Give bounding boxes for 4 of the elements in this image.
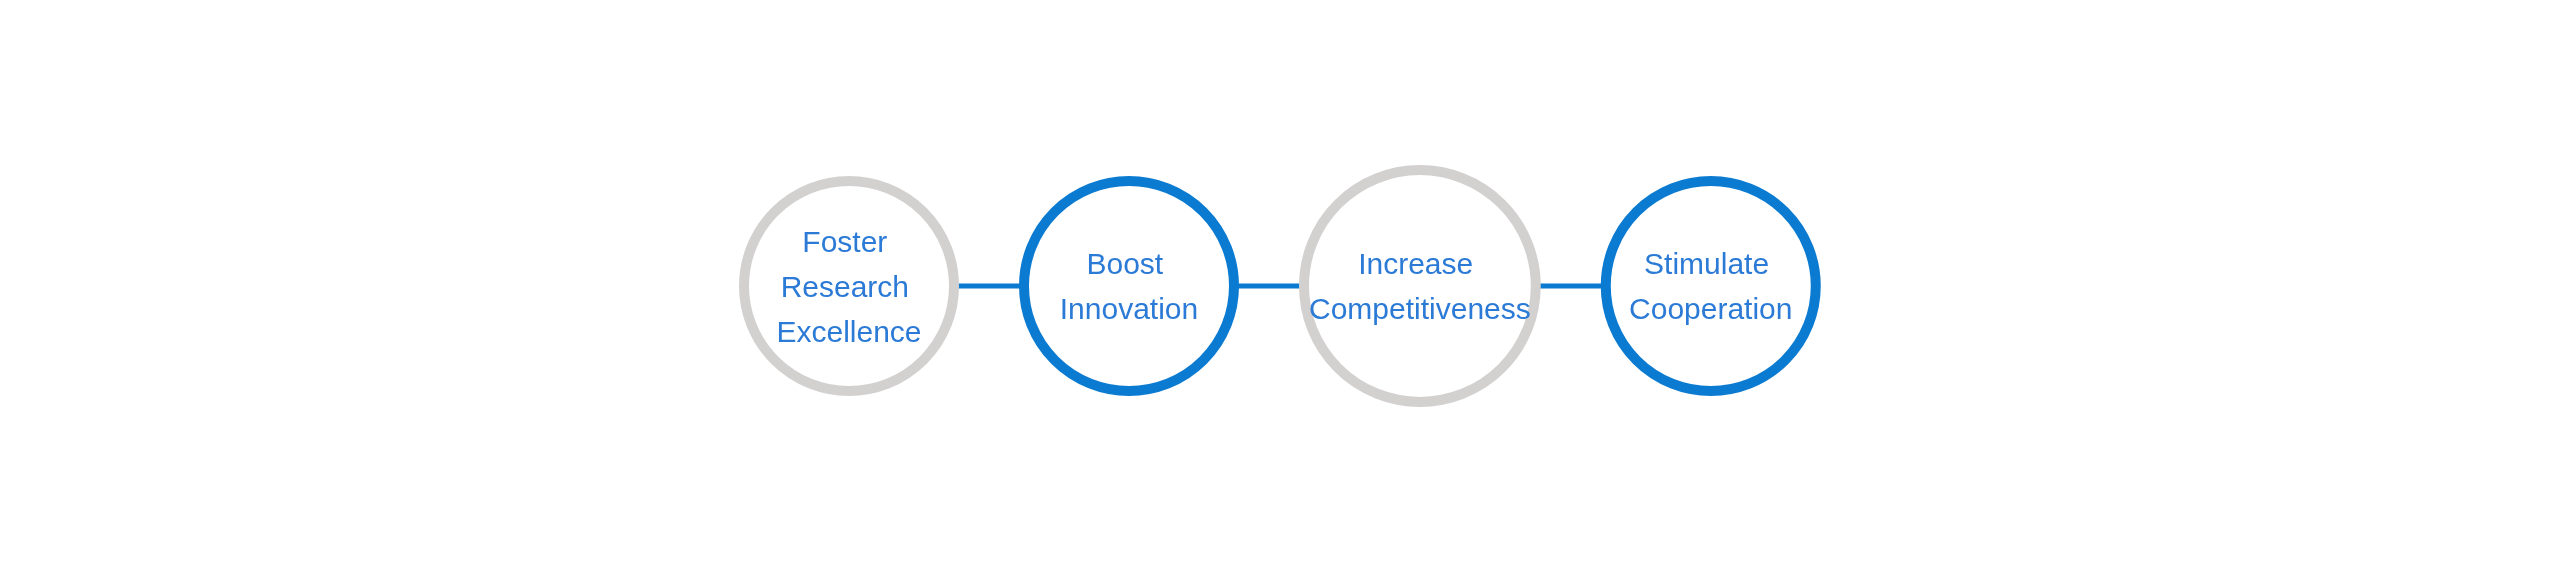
node-circle: Foster Research Excellence: [739, 176, 960, 396]
node-circle: Boost Innovation: [1019, 176, 1240, 396]
node-circle: Increase Competitiveness: [1299, 165, 1541, 407]
node-circle: Stimulate Cooperation: [1600, 176, 1821, 396]
